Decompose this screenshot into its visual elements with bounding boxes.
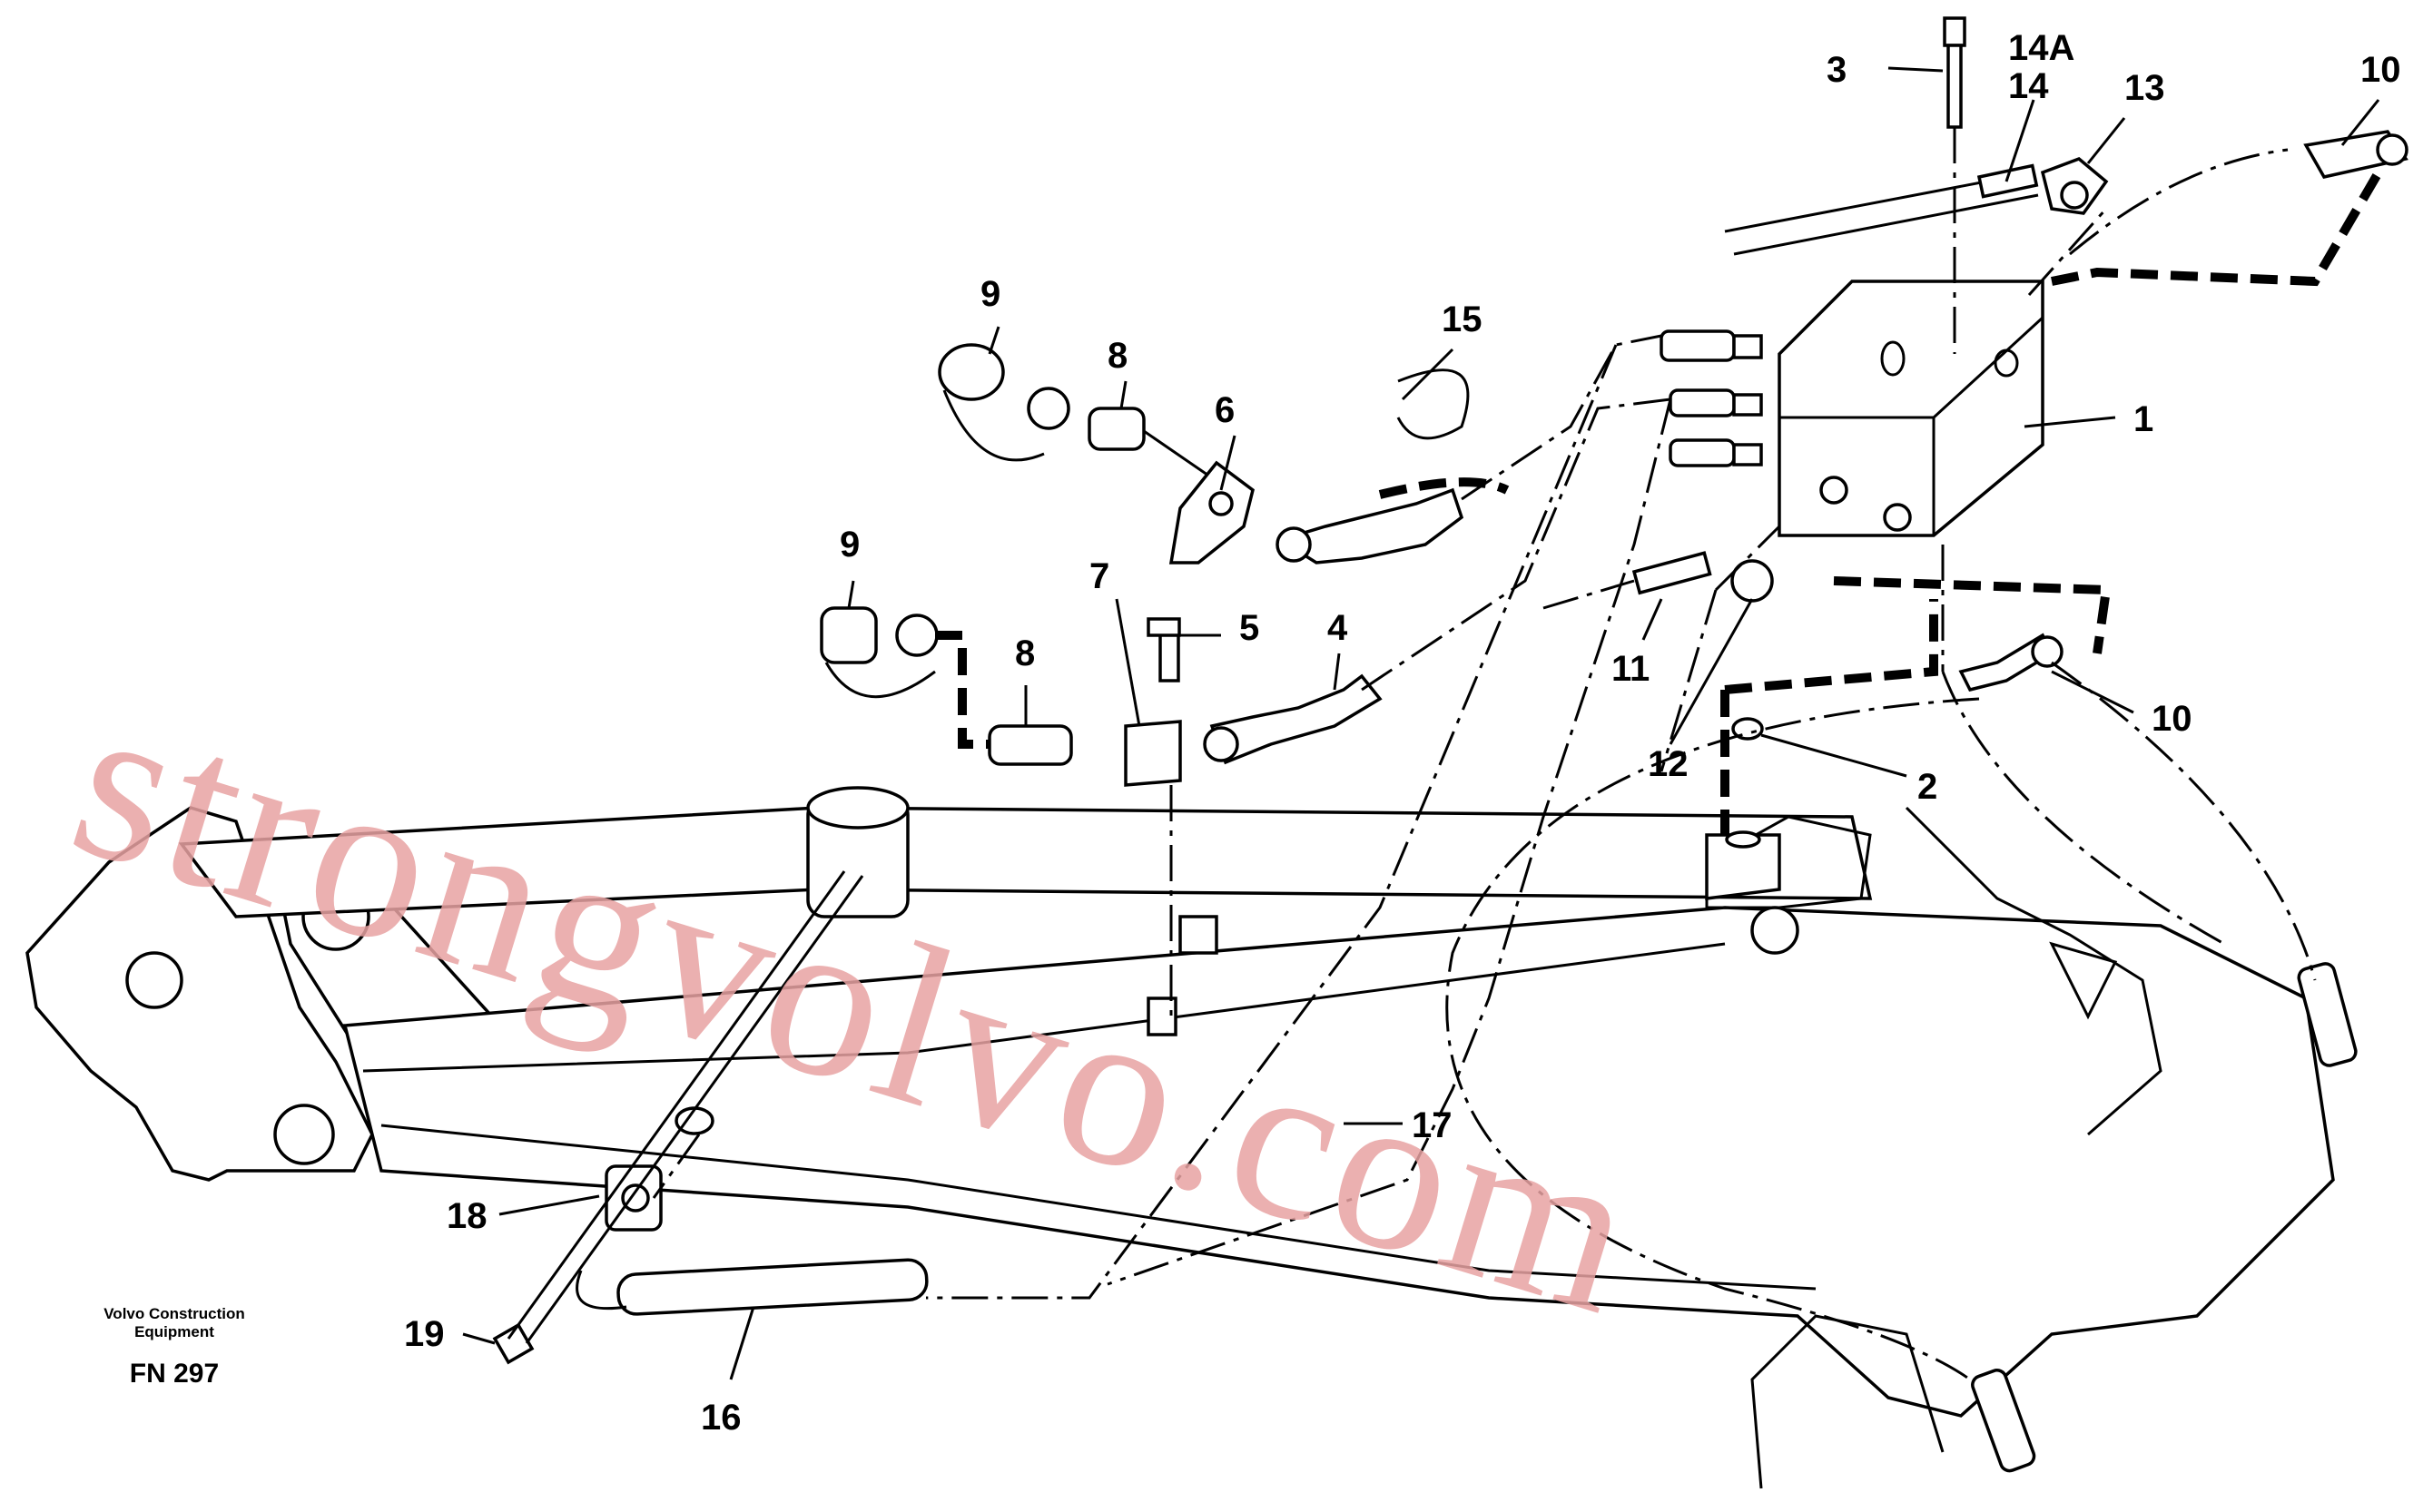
label-9-lower: 9 bbox=[840, 525, 860, 565]
part-labels: 1 2 3 4 5 6 7 8 8 9 9 10 10 11 12 13 14 … bbox=[404, 28, 2401, 1438]
label-7: 7 bbox=[1089, 556, 1109, 596]
label-17: 17 bbox=[1412, 1105, 1453, 1145]
label-11: 11 bbox=[1611, 649, 1650, 689]
credit-line-1: Volvo Construction bbox=[103, 1305, 245, 1322]
valve-block bbox=[1778, 280, 2044, 537]
thick-routing bbox=[935, 170, 2383, 835]
routing-lines bbox=[652, 127, 2317, 1381]
label-18: 18 bbox=[447, 1196, 488, 1236]
label-14: 14 bbox=[2008, 66, 2049, 106]
label-3: 3 bbox=[1827, 50, 1847, 90]
corner-credit: Volvo Construction Equipment FN 297 bbox=[103, 1305, 245, 1389]
boom-arm bbox=[25, 786, 2335, 1489]
label-5: 5 bbox=[1239, 608, 1259, 648]
label-8-lower: 8 bbox=[1015, 633, 1035, 673]
label-14a: 14A bbox=[2008, 28, 2074, 68]
label-10-upper: 10 bbox=[2360, 50, 2401, 90]
label-8-upper: 8 bbox=[1108, 336, 1128, 376]
fittings bbox=[492, 16, 2408, 1473]
label-9-upper: 9 bbox=[980, 274, 1000, 314]
credit-line-2: Equipment bbox=[134, 1323, 214, 1340]
label-16: 16 bbox=[701, 1398, 742, 1438]
label-6: 6 bbox=[1215, 390, 1235, 430]
leader-lines bbox=[462, 66, 2380, 1380]
label-2: 2 bbox=[1917, 767, 1937, 807]
label-10-lower: 10 bbox=[2152, 699, 2192, 739]
label-4: 4 bbox=[1327, 608, 1348, 648]
label-1: 1 bbox=[2133, 399, 2153, 439]
label-13: 13 bbox=[2124, 68, 2165, 108]
figure-code: FN 297 bbox=[130, 1359, 219, 1389]
label-15: 15 bbox=[1442, 299, 1482, 339]
label-12: 12 bbox=[1648, 744, 1689, 784]
label-19: 19 bbox=[404, 1314, 445, 1354]
